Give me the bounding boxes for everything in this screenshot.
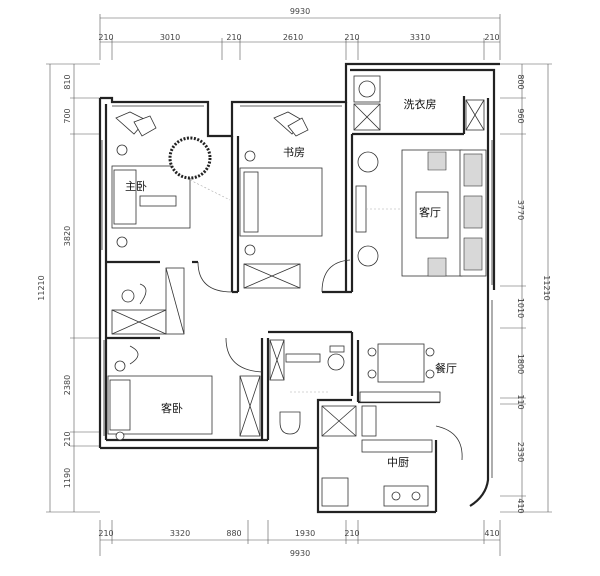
left-total-dimension: 11210 xyxy=(37,275,46,300)
kitchen: 中厨 xyxy=(321,405,463,507)
kitchen-sink xyxy=(321,477,349,507)
top-dim-7: 210 xyxy=(484,33,499,42)
sofa-cushion-2 xyxy=(463,195,483,229)
stove xyxy=(383,485,429,507)
vanity-stool xyxy=(121,289,135,303)
top-dim-2: 3010 xyxy=(160,33,180,42)
right-dim-4: 1010 xyxy=(516,298,525,318)
guest-lamp-top xyxy=(114,360,126,372)
sofa-cushion-3 xyxy=(463,237,483,271)
room-label-master-bedroom: 主卧 xyxy=(125,180,147,193)
dining-chair-2 xyxy=(367,369,377,379)
right-dimensions: 11210 800 960 3770 1010 1800 110 2330 41… xyxy=(500,63,552,514)
kitchen-counter-left xyxy=(361,405,377,437)
dining-chair-3 xyxy=(425,347,435,357)
guest-bedroom: 客卧 xyxy=(107,337,263,441)
top-dim-5: 210 xyxy=(344,33,359,42)
study-lamp-top xyxy=(244,150,256,162)
right-dim-1: 800 xyxy=(516,74,525,89)
armchair-top xyxy=(427,151,447,171)
dining-table xyxy=(377,343,425,383)
study-bed-pillows xyxy=(243,171,259,233)
windows xyxy=(101,105,493,478)
left-dim-1: 810 xyxy=(63,74,72,89)
room-label-kitchen: 中厨 xyxy=(387,456,409,469)
bottom-dim-6: 410 xyxy=(484,529,499,538)
right-dim-5: 1800 xyxy=(516,354,525,374)
right-dim-2: 960 xyxy=(516,108,525,123)
round-rug xyxy=(168,136,212,180)
burner-left xyxy=(391,491,401,501)
right-dim-6: 110 xyxy=(516,394,525,409)
study: 书房 xyxy=(197,111,351,293)
tv-cabinet xyxy=(355,185,367,233)
armchair-bottom xyxy=(427,257,447,277)
laundry: 洗衣房 xyxy=(353,75,485,131)
bottom-dim-3: 880 xyxy=(226,529,241,538)
bottom-dimensions: 210 3320 880 1930 210 410 9930 xyxy=(98,520,501,558)
top-dim-6: 3310 xyxy=(410,33,430,42)
left-dim-2: 700 xyxy=(63,108,72,123)
bathroom xyxy=(269,339,345,435)
left-dim-5: 210 xyxy=(63,431,72,446)
kitchen-counter xyxy=(361,439,433,453)
left-dim-6: 1190 xyxy=(63,468,72,488)
plant-top xyxy=(357,151,379,173)
room-label-laundry: 洗衣房 xyxy=(404,97,437,111)
top-dim-1: 210 xyxy=(98,33,113,42)
master-bedroom: 主卧 xyxy=(111,111,231,335)
left-dim-3: 3820 xyxy=(63,226,72,246)
guest-lamp-bottom xyxy=(115,431,125,441)
bottom-dim-5: 210 xyxy=(344,529,359,538)
left-dim-4: 2380 xyxy=(63,375,72,395)
basin-counter xyxy=(329,345,345,353)
bath-shelf xyxy=(285,353,321,363)
bottom-total-dimension: 9930 xyxy=(290,549,310,558)
bottom-dim-1: 210 xyxy=(98,529,113,538)
dining-chair-4 xyxy=(425,369,435,379)
wash-basin xyxy=(327,353,345,371)
walls xyxy=(98,62,500,514)
right-total-dimension: 11210 xyxy=(542,275,551,300)
guest-bed-pillows xyxy=(109,379,131,431)
dining-chair-1 xyxy=(367,347,377,357)
burner-right xyxy=(411,491,421,501)
nightstand-lamp-bottom xyxy=(116,236,128,248)
nightstand-lamp-top xyxy=(116,144,128,156)
living-room: 客厅 xyxy=(355,149,487,277)
balcony-chair-right xyxy=(133,115,157,137)
top-dimensions: 9930 210 3010 210 2610 210 3310 210 xyxy=(98,7,501,60)
right-dim-7: 2330 xyxy=(516,442,525,462)
top-dim-3: 210 xyxy=(226,33,241,42)
room-label-study: 书房 xyxy=(283,146,305,159)
plant-bottom xyxy=(357,245,379,267)
bottom-dim-2: 3320 xyxy=(170,529,190,538)
top-dim-4: 2610 xyxy=(283,33,303,42)
bed-runner xyxy=(139,195,177,207)
room-label-dining: 餐厅 xyxy=(435,361,457,375)
right-dim-8: 410 xyxy=(516,498,525,513)
study-lamp-bottom xyxy=(244,244,256,256)
washer-drum xyxy=(358,80,376,98)
room-label-guest-bedroom: 客卧 xyxy=(161,401,183,415)
bottom-dim-4: 1930 xyxy=(295,529,315,538)
toilet xyxy=(279,411,301,435)
bed-pillows xyxy=(113,169,137,225)
sideboard xyxy=(359,391,441,403)
study-balcony-chair-2 xyxy=(287,117,309,137)
top-total-dimension: 9930 xyxy=(290,7,310,16)
dining: 餐厅 xyxy=(359,343,457,403)
sofa-cushion-1 xyxy=(463,153,483,187)
coffee-table xyxy=(415,191,449,239)
room-label-living-room: 客厅 xyxy=(419,205,441,219)
right-dim-3: 3770 xyxy=(516,200,525,220)
left-dimensions: 11210 810 700 3820 2380 210 1190 xyxy=(37,63,100,513)
